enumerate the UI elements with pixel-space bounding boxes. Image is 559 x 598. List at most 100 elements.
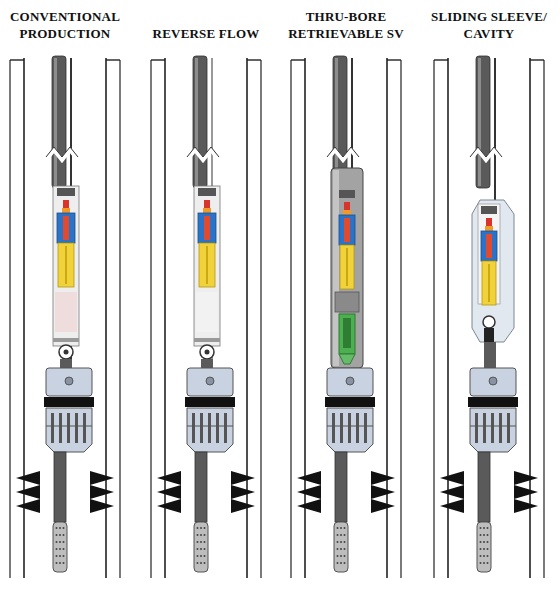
perforation-hole xyxy=(344,527,346,529)
casing-wall xyxy=(23,58,25,578)
perforation-tunnel xyxy=(157,471,181,485)
perforation-tunnel xyxy=(157,499,181,513)
perforation-tunnel xyxy=(440,471,464,485)
pump-head xyxy=(57,188,75,196)
perforation-hole xyxy=(204,541,206,543)
pump-shaft xyxy=(204,216,210,240)
perforation-hole xyxy=(56,534,58,536)
slip-slot xyxy=(356,413,359,443)
perforation-tunnel xyxy=(297,499,321,513)
packer-slips xyxy=(327,408,373,452)
pump-section xyxy=(198,213,216,243)
pump-head xyxy=(339,190,355,198)
packer-element xyxy=(468,397,518,407)
packer-screw xyxy=(65,377,73,385)
perforation-hole xyxy=(480,541,482,543)
slip-slot xyxy=(83,413,86,443)
casing-wall xyxy=(105,58,107,578)
intake-band xyxy=(53,338,79,342)
tail-pipe xyxy=(195,452,207,522)
casing-wall xyxy=(304,58,306,578)
break-mark xyxy=(327,147,359,157)
perforation-tunnel xyxy=(90,499,114,513)
slip-line xyxy=(46,426,92,427)
pump-section xyxy=(339,215,355,245)
perforation-hole xyxy=(340,555,342,557)
perforation-hole xyxy=(204,548,206,550)
outer-casing xyxy=(119,60,120,578)
packer-slips xyxy=(46,408,92,452)
slip-slot xyxy=(67,413,70,443)
casing-head xyxy=(106,59,120,60)
tail-pipe xyxy=(478,452,490,522)
motor-section xyxy=(482,261,496,305)
perforation-hole xyxy=(480,555,482,557)
motor-section xyxy=(58,243,74,287)
perforation-hole xyxy=(200,534,202,536)
perforation-hole xyxy=(204,562,206,564)
pump-head xyxy=(481,206,497,214)
slip-slot xyxy=(75,413,78,443)
motor-line xyxy=(65,246,67,284)
perforation-hole xyxy=(344,555,346,557)
perforation-hole xyxy=(197,562,199,564)
perforation-hole xyxy=(483,562,485,564)
perforation-hole xyxy=(344,534,346,536)
perforation-tunnel xyxy=(440,499,464,513)
slip-slot xyxy=(475,413,478,443)
perforation-tunnel xyxy=(514,471,538,485)
pump-shaft xyxy=(344,218,350,242)
safety-valve xyxy=(339,354,355,364)
slip-line xyxy=(327,426,373,427)
tail-pipe xyxy=(54,452,66,522)
perforation-hole xyxy=(483,527,485,529)
perforation-hole xyxy=(340,527,342,529)
perforation-hole xyxy=(56,562,58,564)
seal-part xyxy=(344,202,350,210)
well-completion xyxy=(151,56,261,578)
perforation-hole xyxy=(63,527,65,529)
motor-section xyxy=(340,245,354,289)
perforation-hole xyxy=(483,534,485,536)
slip-slot xyxy=(348,413,351,443)
perforation-hole xyxy=(480,562,482,564)
perforation-hole xyxy=(344,562,346,564)
perforation-hole xyxy=(480,527,482,529)
tubing-highlight xyxy=(195,58,198,186)
slip-slot xyxy=(216,413,219,443)
perforation-hole xyxy=(487,548,489,550)
retrievable-housing xyxy=(331,168,363,368)
pump-section xyxy=(57,213,75,243)
column-title: CONVENTIONAL PRODUCTION xyxy=(3,8,127,42)
perforation-tunnel xyxy=(231,471,255,485)
tubing xyxy=(484,342,496,368)
perforation-hole xyxy=(59,562,61,564)
pump-shaft xyxy=(486,234,492,258)
slip-line xyxy=(470,426,516,427)
seal-part xyxy=(486,218,492,226)
outer-casing xyxy=(150,60,151,578)
tubing xyxy=(476,56,490,188)
intake xyxy=(55,292,77,332)
safety-valve xyxy=(339,314,355,354)
check-valve xyxy=(59,345,73,359)
tubing xyxy=(201,359,213,368)
perforation-hole xyxy=(487,527,489,529)
perforation-hole xyxy=(63,562,65,564)
perforation-tunnel xyxy=(371,471,395,485)
outer-casing xyxy=(433,60,434,578)
tubing-highlight xyxy=(335,58,338,186)
motor-line xyxy=(206,246,208,284)
perforation-hole xyxy=(63,555,65,557)
perforation-tunnel xyxy=(16,499,40,513)
seal-part xyxy=(203,208,211,213)
packer xyxy=(46,368,92,396)
motor-line xyxy=(346,248,348,286)
perforation-tunnel xyxy=(90,485,114,499)
slip-slot xyxy=(491,413,494,443)
perforation-hole xyxy=(59,534,61,536)
sv-body xyxy=(335,292,359,312)
break-mark xyxy=(187,147,219,157)
sleeve-cavity xyxy=(472,200,514,342)
check-valve xyxy=(205,350,210,355)
